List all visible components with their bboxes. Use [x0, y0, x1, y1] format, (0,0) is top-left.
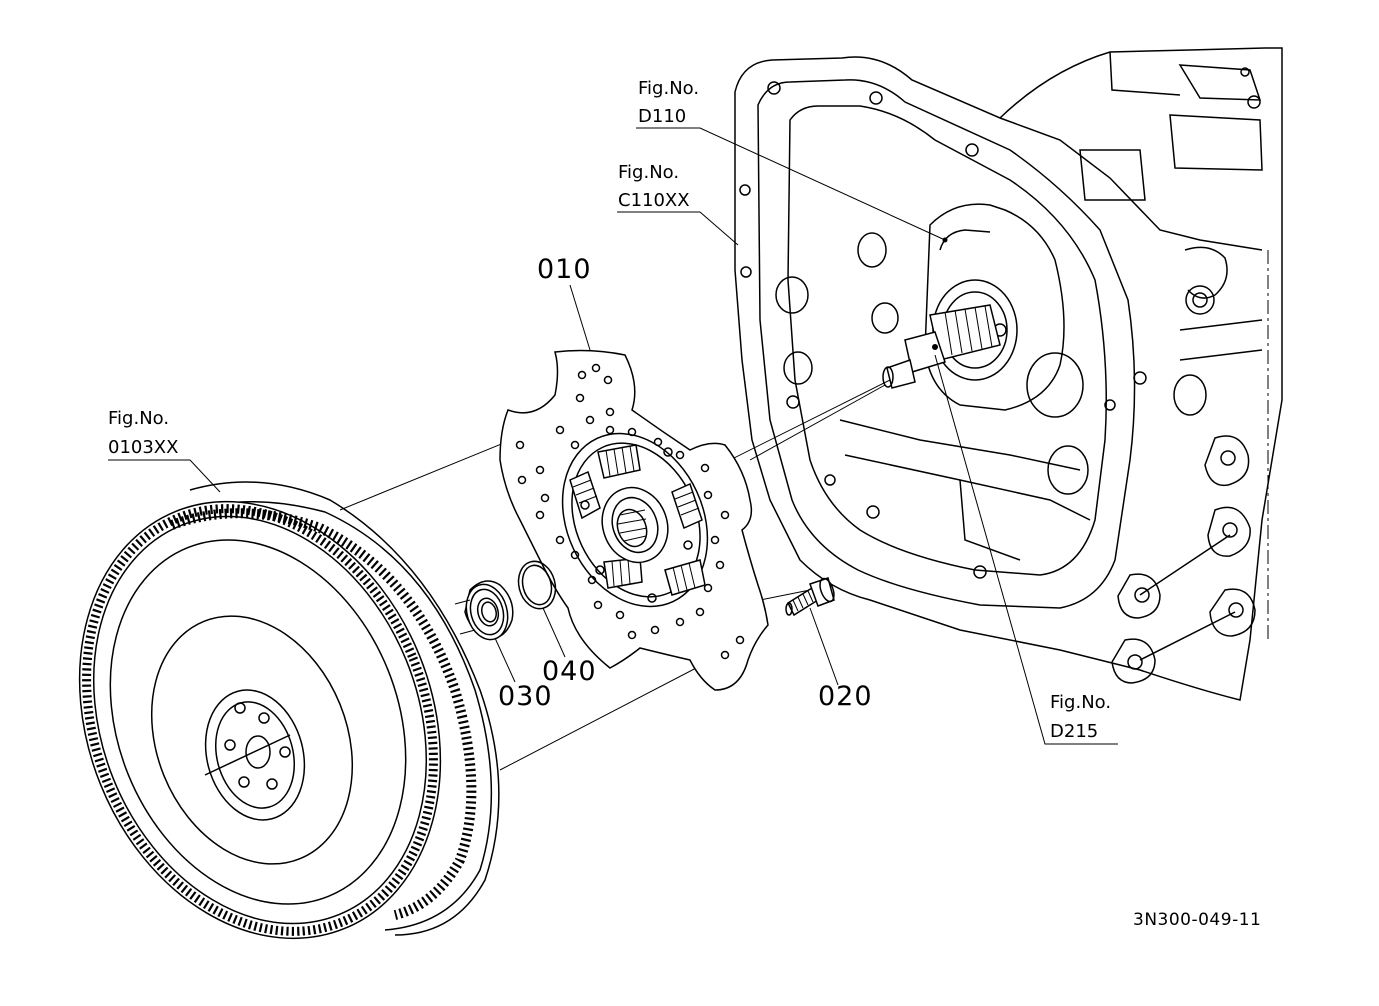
- transmission-housing: [734, 47, 1283, 701]
- pilot-bearing-030: [454, 580, 514, 641]
- leader-lines: [108, 127, 1118, 745]
- part-number-020[interactable]: 020: [818, 681, 873, 712]
- figure-ref-label: Fig.No.: [108, 408, 169, 429]
- figure-ref-label: Fig.No.: [1050, 692, 1111, 713]
- damper-springs: [569, 444, 706, 596]
- flywheel: [78, 481, 500, 940]
- drawing-code: 3N300-049-11: [1133, 910, 1261, 930]
- figure-ref-number: 0103XX: [108, 437, 178, 458]
- part-number-030[interactable]: 030: [498, 681, 553, 712]
- part-number-040[interactable]: 040: [542, 656, 597, 687]
- clutch-disc-010: [499, 349, 769, 691]
- figure-ref-d110[interactable]: Fig.No. D110: [638, 78, 699, 127]
- figure-ref-label: Fig.No.: [638, 78, 699, 99]
- part-number-010[interactable]: 010: [537, 254, 592, 285]
- figure-ref-label: Fig.No.: [618, 162, 679, 183]
- flange-bolt-holes: [739, 81, 1147, 579]
- figure-ref-d215[interactable]: Fig.No. D215: [1050, 692, 1111, 742]
- bolt-020: [785, 577, 835, 617]
- figure-ref-number: C110XX: [618, 190, 690, 211]
- figure-ref-number: D110: [638, 106, 686, 127]
- figure-ref-0103xx[interactable]: Fig.No. 0103XX: [108, 408, 178, 458]
- input-shaft: [882, 304, 1001, 389]
- figure-ref-number: D215: [1050, 721, 1098, 742]
- figure-ref-c110xx[interactable]: Fig.No. C110XX: [618, 162, 690, 211]
